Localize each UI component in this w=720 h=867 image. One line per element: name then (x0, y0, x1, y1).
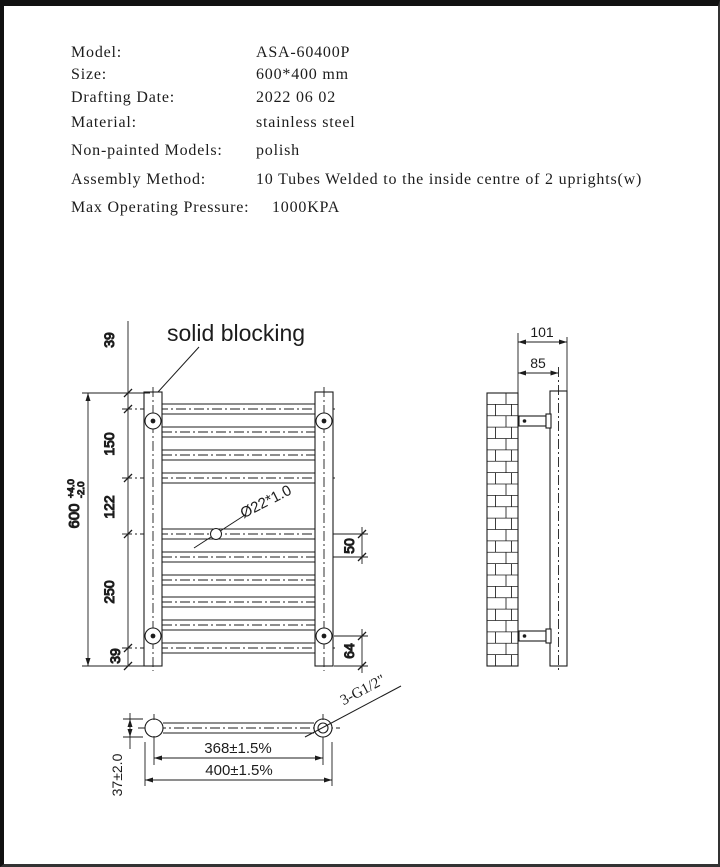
dim-arrow (154, 755, 162, 761)
mounting-hole-bottom-right-screw (321, 633, 327, 639)
tube-spec-marker (210, 528, 222, 540)
dim-arrow (145, 777, 153, 783)
front-view: 39 150 122 250 39 600 +4.0 -2.0 50 (65, 320, 368, 673)
dim-600-group: 600 +4.0 -2.0 (65, 479, 87, 529)
model-value: ASA-60400P (256, 44, 351, 61)
dim-arrow (518, 370, 526, 376)
dim-arrow (127, 719, 133, 727)
upright-end-left (144, 718, 164, 738)
tube-rungs (122, 403, 368, 654)
bracket-top (518, 413, 552, 429)
size-value: 600*400 mm (256, 66, 349, 83)
material-label: Material: (71, 114, 137, 131)
material-value: stainless steel (256, 114, 356, 131)
side-view: 101 85 (486, 324, 568, 671)
thread-label: 3-G1/2" (338, 672, 388, 709)
dim-37: 37±2.0 (109, 753, 125, 796)
bracket-bottom (518, 628, 552, 644)
dim-600-tol-plus: +4.0 (66, 479, 77, 498)
mounting-hole-bottom-left-screw (150, 633, 156, 639)
tube-spec-label: Ø22*1.0 (238, 482, 295, 522)
thread-hole-icon (317, 722, 329, 734)
chain-ticks (123, 388, 133, 671)
bracket-screw-icon (522, 419, 527, 423)
dim-arrow (127, 729, 133, 737)
solid-blocking-label: solid blocking (167, 320, 305, 346)
dim-50-group (334, 527, 368, 564)
bottom-view: 368±1.5% 400±1.5% 37±2.0 3-G1/2" (109, 672, 402, 796)
dim-85: 85 (530, 355, 546, 371)
bracket-screw-icon (522, 634, 527, 638)
dim-arrow (518, 339, 526, 345)
dim-50: 50 (341, 538, 357, 554)
assembly-method-label: Assembly Method: (71, 171, 207, 188)
assembly-method-value: 10 Tubes Welded to the inside centre of … (256, 171, 643, 188)
dim-arrow (85, 393, 91, 401)
dim-39-top: 39 (101, 332, 117, 348)
dim-600-tol-minus: -2.0 (76, 482, 87, 498)
max-pressure-label: Max Operating Pressure: (71, 199, 250, 216)
depth-dimensions (517, 333, 568, 393)
radiator-technical-drawing: 39 150 122 250 39 600 +4.0 -2.0 50 (65, 320, 568, 796)
drafting-date-label: Drafting Date: (71, 89, 176, 106)
non-painted-value: polish (256, 142, 300, 159)
dim-250: 250 (101, 580, 117, 604)
thread-leader (304, 685, 402, 738)
dim-arrow (550, 370, 559, 376)
callout-leader (157, 346, 200, 393)
bottom-dimensions (123, 713, 333, 786)
dim-arrow (315, 755, 323, 761)
dim-64-group (334, 629, 368, 673)
dim-arrow (559, 339, 567, 345)
dim-64: 64 (341, 643, 357, 659)
model-label: Model: (71, 44, 123, 61)
dim-150: 150 (101, 432, 117, 456)
dim-122: 122 (101, 495, 117, 519)
mounting-holes (144, 412, 333, 645)
max-pressure-value: 1000KPA (272, 199, 341, 216)
dim-400: 400±1.5% (205, 762, 272, 779)
dim-600: 600 (66, 503, 83, 528)
left-dimension-chain (82, 321, 150, 671)
drafting-date-value: 2022 06 02 (256, 89, 336, 106)
mounting-hole-top-left-screw (150, 418, 156, 424)
dim-101: 101 (530, 324, 554, 340)
dim-39-bottom: 39 (107, 648, 123, 664)
non-painted-label: Non-painted Models: (71, 142, 223, 159)
mounting-hole-top-right-screw (321, 418, 327, 424)
size-label: Size: (71, 66, 107, 83)
dim-arrow (85, 658, 91, 666)
brick-hatching (487, 393, 518, 666)
dim-368: 368±1.5% (204, 740, 271, 757)
dim-arrow (324, 777, 332, 783)
